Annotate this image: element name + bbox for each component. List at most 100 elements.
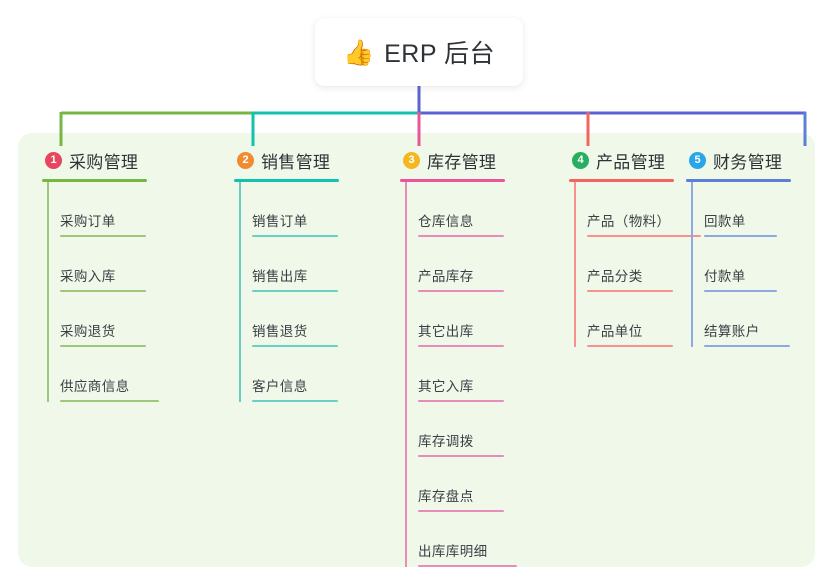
leaf-item[interactable]: 采购退货 <box>42 292 192 347</box>
leaf-item[interactable]: 客户信息 <box>234 347 384 402</box>
branch-leaves-3: 仓库信息 产品库存 其它出库 其它入库 库存调拨 库存盘点 <box>400 182 560 567</box>
leaf-item[interactable]: 销售出库 <box>234 237 384 292</box>
leaf-rule <box>704 345 790 347</box>
branch-leaves-1: 采购订单 采购入库 采购退货 供应商信息 <box>42 182 192 402</box>
leaf-label: 库存调拨 <box>418 434 474 450</box>
leaf-label: 采购订单 <box>60 214 116 230</box>
leaf-rule <box>60 345 146 347</box>
leaf-label: 采购退货 <box>60 324 116 340</box>
leaf-item[interactable]: 销售退货 <box>234 292 384 347</box>
branch-column-2: 2 销售管理 销售订单 销售出库 销售退货 客户信息 <box>234 148 384 402</box>
leaf-label: 其它出库 <box>418 324 474 340</box>
leaf-label: 产品分类 <box>587 269 643 285</box>
branch-spine-2 <box>239 182 241 402</box>
leaf-label: 产品（物料） <box>587 214 671 230</box>
leaf-rule <box>418 455 504 457</box>
leaf-rule <box>704 235 777 237</box>
leaf-rule <box>704 290 777 292</box>
leaf-rule <box>418 345 504 347</box>
leaf-rule <box>587 345 673 347</box>
leaf-item[interactable]: 产品单位 <box>569 292 734 347</box>
leaf-item[interactable]: 采购订单 <box>42 182 192 237</box>
leaf-rule <box>252 400 338 402</box>
branch-badge-5: 5 <box>689 151 706 169</box>
root-node[interactable]: 👍 ERP 后台 <box>315 18 523 86</box>
leaf-item[interactable]: 产品库存 <box>400 237 560 292</box>
leaf-item[interactable]: 产品（物料） <box>569 182 734 237</box>
branch-rule-3 <box>400 179 505 182</box>
leaf-item[interactable]: 出库库明细 <box>400 512 560 567</box>
branch-column-3: 3 库存管理 仓库信息 产品库存 其它出库 其它入库 库存调拨 <box>400 148 560 567</box>
branch-rule-4 <box>569 179 674 182</box>
thumbs-up-icon: 👍 <box>342 38 375 67</box>
branch-leaves-4: 产品（物料） 产品分类 产品单位 <box>569 182 734 347</box>
leaf-label: 其它入库 <box>418 379 474 395</box>
root-title: ERP 后台 <box>384 40 496 68</box>
branch-rule-5 <box>686 179 791 182</box>
leaf-label: 采购入库 <box>60 269 116 285</box>
leaf-rule <box>418 235 504 237</box>
branch-column-4: 4 产品管理 产品（物料） 产品分类 产品单位 <box>569 148 734 347</box>
branch-title-5: 财务管理 <box>713 152 783 172</box>
leaf-rule <box>252 345 338 347</box>
branch-badge-3: 3 <box>403 151 420 169</box>
leaf-item[interactable]: 产品分类 <box>569 237 734 292</box>
leaf-item[interactable]: 供应商信息 <box>42 347 192 402</box>
branch-rule-2 <box>234 179 339 182</box>
branch-badge-2: 2 <box>237 151 254 169</box>
branch-header-1[interactable]: 1 采购管理 <box>42 148 192 172</box>
diagram-panel <box>18 133 815 567</box>
branch-badge-4: 4 <box>572 151 589 169</box>
leaf-label: 出库库明细 <box>418 544 488 560</box>
leaf-item[interactable]: 付款单 <box>686 237 836 292</box>
leaf-rule <box>418 510 504 512</box>
branch-title-1: 采购管理 <box>69 152 139 172</box>
leaf-label: 产品库存 <box>418 269 474 285</box>
leaf-rule <box>60 235 146 237</box>
leaf-label: 回款单 <box>704 214 746 230</box>
leaf-item[interactable]: 仓库信息 <box>400 182 560 237</box>
branch-leaves-5: 回款单 付款单 结算账户 <box>686 182 836 347</box>
branch-column-5: 5 财务管理 回款单 付款单 结算账户 <box>686 148 836 347</box>
branch-title-4: 产品管理 <box>596 152 666 172</box>
leaf-rule <box>252 235 338 237</box>
branch-spine-3 <box>405 182 407 567</box>
leaf-rule <box>252 290 338 292</box>
leaf-label: 销售订单 <box>252 214 308 230</box>
leaf-rule <box>418 565 517 567</box>
leaf-item[interactable]: 库存调拨 <box>400 402 560 457</box>
branch-spine-4 <box>574 182 576 347</box>
branch-spine-1 <box>47 182 49 402</box>
leaf-label: 销售出库 <box>252 269 308 285</box>
branch-header-4[interactable]: 4 产品管理 <box>569 148 734 172</box>
branch-header-3[interactable]: 3 库存管理 <box>400 148 560 172</box>
leaf-rule <box>418 400 504 402</box>
branch-header-5[interactable]: 5 财务管理 <box>686 148 836 172</box>
leaf-item[interactable]: 库存盘点 <box>400 457 560 512</box>
leaf-item[interactable]: 其它入库 <box>400 347 560 402</box>
leaf-label: 客户信息 <box>252 379 308 395</box>
branch-header-2[interactable]: 2 销售管理 <box>234 148 384 172</box>
leaf-item[interactable]: 其它出库 <box>400 292 560 347</box>
leaf-item[interactable]: 销售订单 <box>234 182 384 237</box>
branch-rule-1 <box>42 179 147 182</box>
leaf-item[interactable]: 采购入库 <box>42 237 192 292</box>
branch-leaves-2: 销售订单 销售出库 销售退货 客户信息 <box>234 182 384 402</box>
leaf-item[interactable]: 结算账户 <box>686 292 836 347</box>
leaf-label: 库存盘点 <box>418 489 474 505</box>
branch-spine-5 <box>691 182 693 347</box>
leaf-rule <box>587 290 673 292</box>
branch-badge-1: 1 <box>45 151 62 169</box>
leaf-rule <box>587 235 701 237</box>
leaf-item[interactable]: 回款单 <box>686 182 836 237</box>
leaf-label: 供应商信息 <box>60 379 130 395</box>
branch-title-3: 库存管理 <box>427 152 497 172</box>
leaf-label: 产品单位 <box>587 324 643 340</box>
branch-title-2: 销售管理 <box>261 152 331 172</box>
leaf-label: 仓库信息 <box>418 214 474 230</box>
leaf-rule <box>418 290 504 292</box>
leaf-label: 付款单 <box>704 269 746 285</box>
leaf-label: 结算账户 <box>704 324 760 340</box>
leaf-label: 销售退货 <box>252 324 308 340</box>
